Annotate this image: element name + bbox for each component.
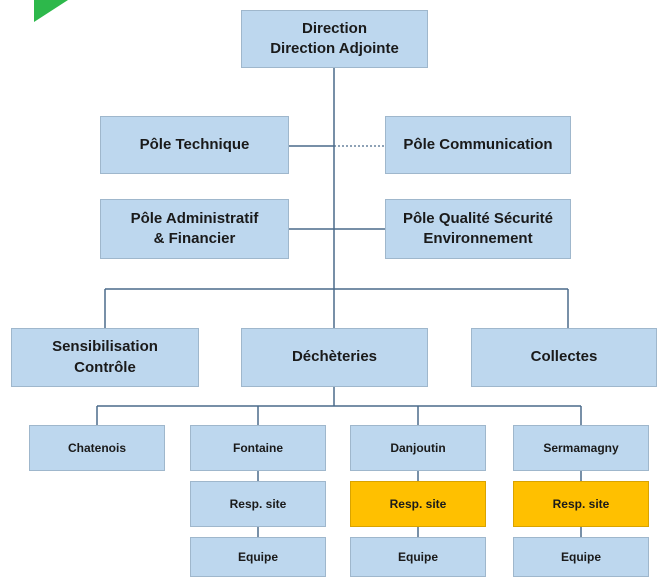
sermamagny-equipe-box[interactable]: Equipe xyxy=(513,537,649,577)
sermamagny-resp-site-label: Resp. site xyxy=(552,496,610,511)
site-fontaine-box[interactable]: Fontaine xyxy=(190,425,326,471)
sermamagny-equipe-label: Equipe xyxy=(560,549,601,564)
site-sermamagny-label: Sermamagny xyxy=(543,440,619,455)
direction-adjointe-label: Direction Adjointe xyxy=(270,40,399,57)
pole-communication-label: Pôle Communication xyxy=(403,135,553,153)
pole-administratif-box[interactable]: Pôle Administratif & Financier xyxy=(100,199,289,259)
fontaine-equipe-label: Equipe xyxy=(237,549,278,564)
danjoutin-equipe-box[interactable]: Equipe xyxy=(350,537,486,577)
pole-communication-box[interactable]: Pôle Communication xyxy=(385,116,571,174)
pole-qualite-box[interactable]: Pôle Qualité Sécurité Environnement xyxy=(385,199,571,259)
fontaine-resp-site-box[interactable]: Resp. site xyxy=(190,481,326,527)
fontaine-resp-site-label: Resp. site xyxy=(229,496,287,511)
sensibilisation-label: Sensibilisation xyxy=(52,338,158,356)
danjoutin-equipe-label: Equipe xyxy=(397,549,438,564)
pole-qualite-label: Pôle Qualité Sécurité xyxy=(402,209,554,227)
site-danjoutin-label: Danjoutin xyxy=(390,440,446,455)
pole-financier-label: & Financier xyxy=(153,230,236,247)
danjoutin-resp-site-label: Resp. site xyxy=(389,496,447,511)
site-danjoutin-box[interactable]: Danjoutin xyxy=(350,425,486,471)
pole-administratif-label: Pôle Administratif xyxy=(130,209,259,227)
decheteries-label: Déchèteries xyxy=(291,348,378,366)
decheteries-box[interactable]: Déchèteries xyxy=(241,328,428,387)
pole-technique-label: Pôle Technique xyxy=(139,135,250,153)
corner-accent-triangle xyxy=(34,0,68,22)
controle-label: Contrôle xyxy=(74,358,136,376)
collectes-label: Collectes xyxy=(530,348,598,366)
pole-environnement-label: Environnement xyxy=(423,230,533,247)
direction-label: Direction xyxy=(301,19,367,37)
collectes-box[interactable]: Collectes xyxy=(471,328,657,387)
site-sermamagny-box[interactable]: Sermamagny xyxy=(513,425,649,471)
site-chatenois-box[interactable]: Chatenois xyxy=(29,425,165,471)
danjoutin-resp-site-box[interactable]: Resp. site xyxy=(350,481,486,527)
direction-box[interactable]: Direction Direction Adjointe xyxy=(241,10,428,68)
sermamagny-resp-site-box[interactable]: Resp. site xyxy=(513,481,649,527)
pole-technique-box[interactable]: Pôle Technique xyxy=(100,116,289,174)
site-chatenois-label: Chatenois xyxy=(67,440,126,455)
site-fontaine-label: Fontaine xyxy=(233,440,283,455)
sensibilisation-box[interactable]: Sensibilisation Contrôle xyxy=(11,328,199,387)
fontaine-equipe-box[interactable]: Equipe xyxy=(190,537,326,577)
